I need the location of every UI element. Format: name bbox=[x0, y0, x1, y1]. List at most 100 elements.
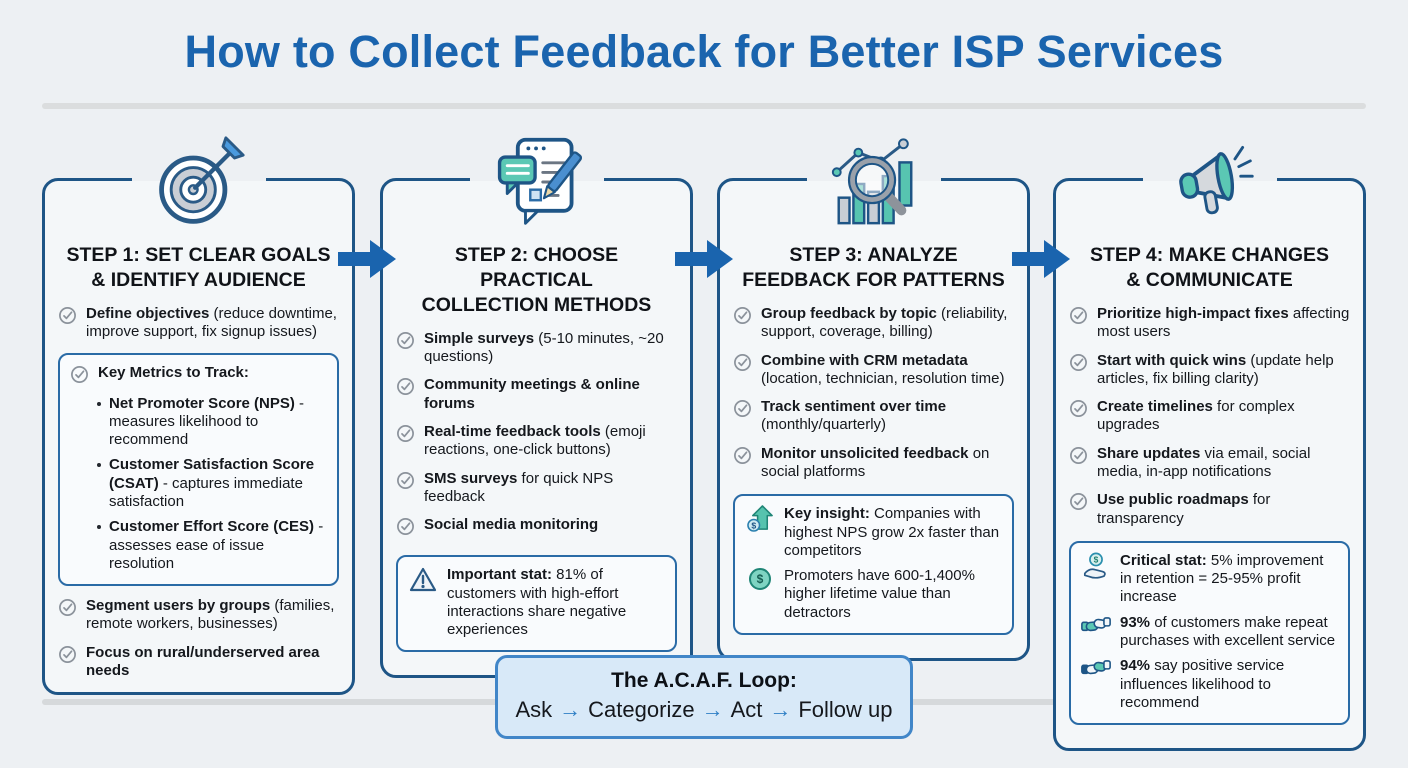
item-text: Group feedback by topic (reliability, su… bbox=[761, 304, 1008, 341]
item-text: SMS surveys for quick NPS feedback bbox=[424, 469, 614, 505]
check-circle-icon bbox=[733, 353, 752, 377]
item-text: Prioritize high-impact fixes affecting m… bbox=[1097, 304, 1350, 341]
checklist-item: Create timelines for complex upgrades bbox=[1069, 398, 1350, 435]
check-circle-icon bbox=[58, 306, 77, 330]
target-icon bbox=[149, 133, 249, 231]
checklist-item: Focus on rural/underserved area needs bbox=[58, 644, 339, 681]
checklist-item: Share updates via email, social media, i… bbox=[1069, 445, 1350, 482]
check-circle-icon bbox=[58, 645, 77, 669]
stat-text: Important stat: 81% of customers with hi… bbox=[447, 566, 627, 639]
right-arrow-icon: → bbox=[701, 697, 724, 722]
check-circle-icon bbox=[1069, 399, 1088, 423]
item-text: Share updates via email, social media, i… bbox=[1097, 444, 1311, 480]
checklist-item: Start with quick wins (update help artic… bbox=[1069, 352, 1350, 389]
item-text: Simple surveys (5-10 minutes, ~20 questi… bbox=[424, 329, 664, 366]
checklist-item: Monitor unsolicited feedback on social p… bbox=[733, 445, 1014, 482]
checklist-item: Combine with CRM metadata (location, tec… bbox=[733, 352, 1014, 389]
item-text: Use public roadmaps for transparency bbox=[1097, 491, 1271, 527]
handshake-icon bbox=[1081, 614, 1111, 636]
check-circle-icon bbox=[396, 377, 415, 401]
check-circle-icon bbox=[733, 306, 752, 330]
warning-triangle-icon bbox=[408, 566, 438, 594]
checklist-item: Community meetings & online forums bbox=[396, 376, 677, 413]
acaf-loop-box: The A.C.A.F. Loop: Ask→Categorize→Act→Fo… bbox=[495, 655, 913, 739]
bullet-dot bbox=[97, 401, 101, 406]
survey-form-icon bbox=[487, 133, 587, 231]
check-circle-icon bbox=[1069, 306, 1088, 330]
money-growth-icon: $ bbox=[745, 505, 775, 533]
checklist-item: Simple surveys (5-10 minutes, ~20 questi… bbox=[396, 330, 677, 367]
flow-arrow-icon bbox=[1012, 240, 1070, 278]
check-circle-icon bbox=[733, 399, 752, 423]
hand-coin-icon: $ bbox=[1081, 552, 1111, 580]
key-metrics-box: Key Metrics to Track: Net Promoter Score… bbox=[58, 352, 339, 587]
title-divider bbox=[42, 103, 1366, 109]
item-text: Social media monitoring bbox=[424, 516, 599, 534]
item-text: Segment users by groups (families, remot… bbox=[86, 597, 335, 633]
insight-text: Promoters have 600-1,400% higher lifetim… bbox=[784, 567, 975, 621]
flow-arrow-icon bbox=[675, 240, 733, 278]
checklist-item: Segment users by groups (families, remot… bbox=[58, 597, 339, 634]
step1-card: STEP 1: SET CLEAR GOALS& IDENTIFY AUDIEN… bbox=[42, 136, 355, 696]
svg-text:$: $ bbox=[1094, 554, 1099, 564]
check-circle-icon bbox=[396, 331, 415, 355]
check-circle-icon bbox=[396, 424, 415, 448]
metric-bullet: Net Promoter Score (NPS) - measures like… bbox=[97, 395, 327, 450]
handshake-icon bbox=[1081, 657, 1111, 679]
box-header: Key Metrics to Track: bbox=[98, 363, 249, 381]
dollar-coin-icon: $ bbox=[745, 567, 775, 591]
check-circle-icon bbox=[396, 517, 415, 541]
item-text: Real-time feedback tools (emoji reaction… bbox=[424, 423, 646, 459]
item-text: Community meetings & online forums bbox=[424, 376, 640, 412]
step1-title: STEP 1: SET CLEAR GOALS& IDENTIFY AUDIEN… bbox=[66, 244, 331, 291]
checklist-item: Track sentiment over time (monthly/quart… bbox=[733, 398, 1014, 435]
chart-magnifier-icon bbox=[824, 133, 924, 231]
right-arrow-icon: → bbox=[559, 697, 582, 722]
item-text: Track sentiment over time (monthly/quart… bbox=[761, 398, 947, 434]
acaf-loop-sequence: Ask→Categorize→Act→Follow up bbox=[508, 697, 900, 723]
stat-text: 94% say positive service influences like… bbox=[1120, 657, 1285, 711]
loop-step: Act bbox=[730, 697, 763, 722]
item-text: Start with quick wins (update help artic… bbox=[1097, 351, 1334, 387]
loop-step: Categorize bbox=[588, 697, 695, 722]
loop-step: Ask bbox=[515, 697, 553, 722]
metric-bullet: Customer Satisfaction Score (CSAT) - cap… bbox=[97, 456, 327, 511]
step4-card: STEP 4: MAKE CHANGES& COMMUNICATE Priori… bbox=[1053, 146, 1366, 752]
checklist-item: Define objectives (reduce downtime, impr… bbox=[58, 305, 339, 342]
step4-title: STEP 4: MAKE CHANGES& COMMUNICATE bbox=[1089, 244, 1330, 291]
item-text: Focus on rural/underserved area needs bbox=[86, 643, 320, 680]
item-text: Combine with CRM metadata (location, tec… bbox=[761, 351, 1005, 387]
stat-text: 93% of customers make repeat purchases w… bbox=[1120, 613, 1336, 650]
checklist-item: Real-time feedback tools (emoji reaction… bbox=[396, 423, 677, 460]
flow-arrow-icon bbox=[338, 240, 396, 278]
bullet-dot bbox=[97, 525, 101, 530]
svg-text:$: $ bbox=[751, 521, 756, 531]
check-circle-icon bbox=[733, 446, 752, 470]
check-circle-icon bbox=[396, 471, 415, 495]
acaf-loop-title: The A.C.A.F. Loop: bbox=[611, 669, 797, 692]
key-insight-box: $ Key insight: Companies with highest NP… bbox=[733, 494, 1014, 636]
megaphone-icon bbox=[1160, 133, 1260, 231]
right-arrow-icon: → bbox=[769, 697, 792, 722]
check-circle-icon bbox=[1069, 492, 1088, 516]
important-stat-box: Important stat: 81% of customers with hi… bbox=[396, 555, 677, 653]
insight-text: Key insight: Companies with highest NPS … bbox=[784, 505, 1000, 559]
check-circle-icon bbox=[1069, 353, 1088, 377]
critical-stat-box: $ Critical stat: 5% improvement in reten… bbox=[1069, 540, 1350, 726]
checklist-item: Social media monitoring bbox=[396, 516, 677, 541]
checklist-item: Group feedback by topic (reliability, su… bbox=[733, 305, 1014, 342]
check-circle-icon bbox=[1069, 446, 1088, 470]
checklist-item: Prioritize high-impact fixes affecting m… bbox=[1069, 305, 1350, 342]
loop-step: Follow up bbox=[798, 697, 893, 722]
stat-text: Critical stat: 5% improvement in retenti… bbox=[1120, 551, 1324, 606]
item-text: Define objectives (reduce downtime, impr… bbox=[86, 304, 337, 341]
checklist-item: SMS surveys for quick NPS feedback bbox=[396, 470, 677, 507]
check-circle-icon bbox=[70, 365, 89, 389]
bullet-dot bbox=[97, 463, 101, 468]
checklist-item: Use public roadmaps for transparency bbox=[1069, 491, 1350, 528]
svg-text:$: $ bbox=[757, 572, 764, 586]
